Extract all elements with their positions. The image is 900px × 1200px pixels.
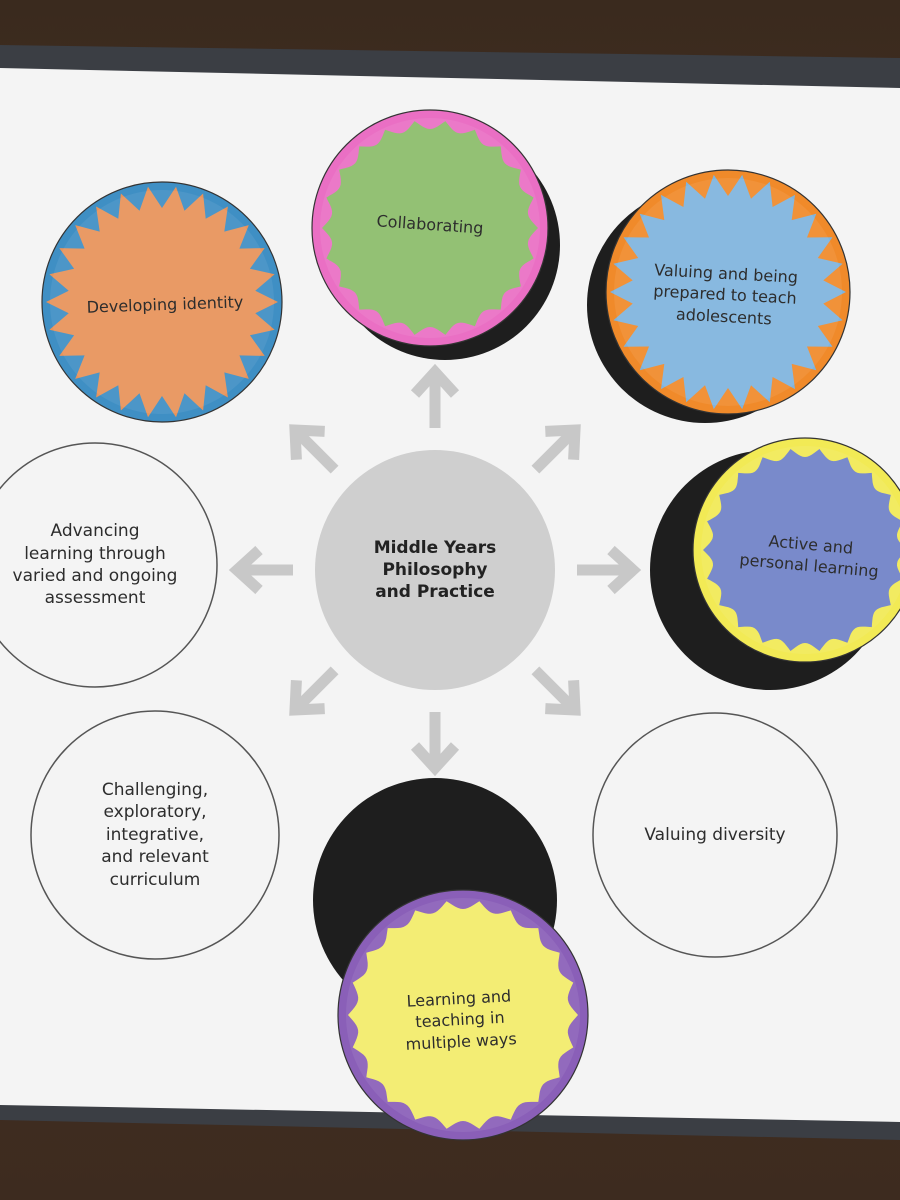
- advancing-label: Advancing learning through varied and on…: [12, 521, 178, 609]
- challenging-circle: [30, 710, 280, 960]
- developing-texture: [50, 190, 274, 414]
- valuing-adolescents-label: Valuing and being prepared to teach adol…: [652, 260, 799, 329]
- diversity-circle: [592, 712, 838, 958]
- multiple-fill-shape: [348, 901, 578, 1129]
- multiple-label: Learning and teaching in multiple ways: [405, 986, 518, 1054]
- card-valuing-adolescents: [605, 169, 851, 415]
- advancing-circle: [0, 442, 218, 688]
- arrow-6: [228, 545, 293, 595]
- valuing-adolescents-texture: [614, 178, 842, 406]
- arrow-1: [531, 424, 581, 474]
- center-circle: [315, 450, 555, 690]
- challenging-label: Challenging, exploratory, integrative, a…: [101, 779, 209, 890]
- card-developing-identity: [41, 181, 283, 423]
- developing-fill-shape: [46, 186, 278, 418]
- arrows-group: [228, 363, 642, 777]
- multiple-texture: [346, 898, 580, 1132]
- card-collaborating: [311, 109, 549, 347]
- card-active-personal-learning: [692, 437, 900, 663]
- active-texture: [701, 446, 900, 654]
- arrow-3: [531, 666, 581, 716]
- developing-label: Developing identity: [86, 292, 244, 318]
- arrow-4: [410, 712, 460, 777]
- diversity-label: Valuing diversity: [644, 824, 786, 845]
- arrow-7: [289, 424, 339, 474]
- collaborating-texture: [320, 118, 540, 338]
- arrow-2: [577, 545, 642, 595]
- card-learning-multiple-ways: [337, 889, 589, 1141]
- collaborating-fill-shape: [322, 121, 538, 335]
- valuing-adolescents-fill-shape: [610, 174, 846, 410]
- arrow-5: [289, 666, 339, 716]
- center-label: Middle Years Philosophy and Practice: [373, 537, 497, 603]
- active-fill-shape: [703, 449, 900, 651]
- arrow-0: [410, 363, 460, 428]
